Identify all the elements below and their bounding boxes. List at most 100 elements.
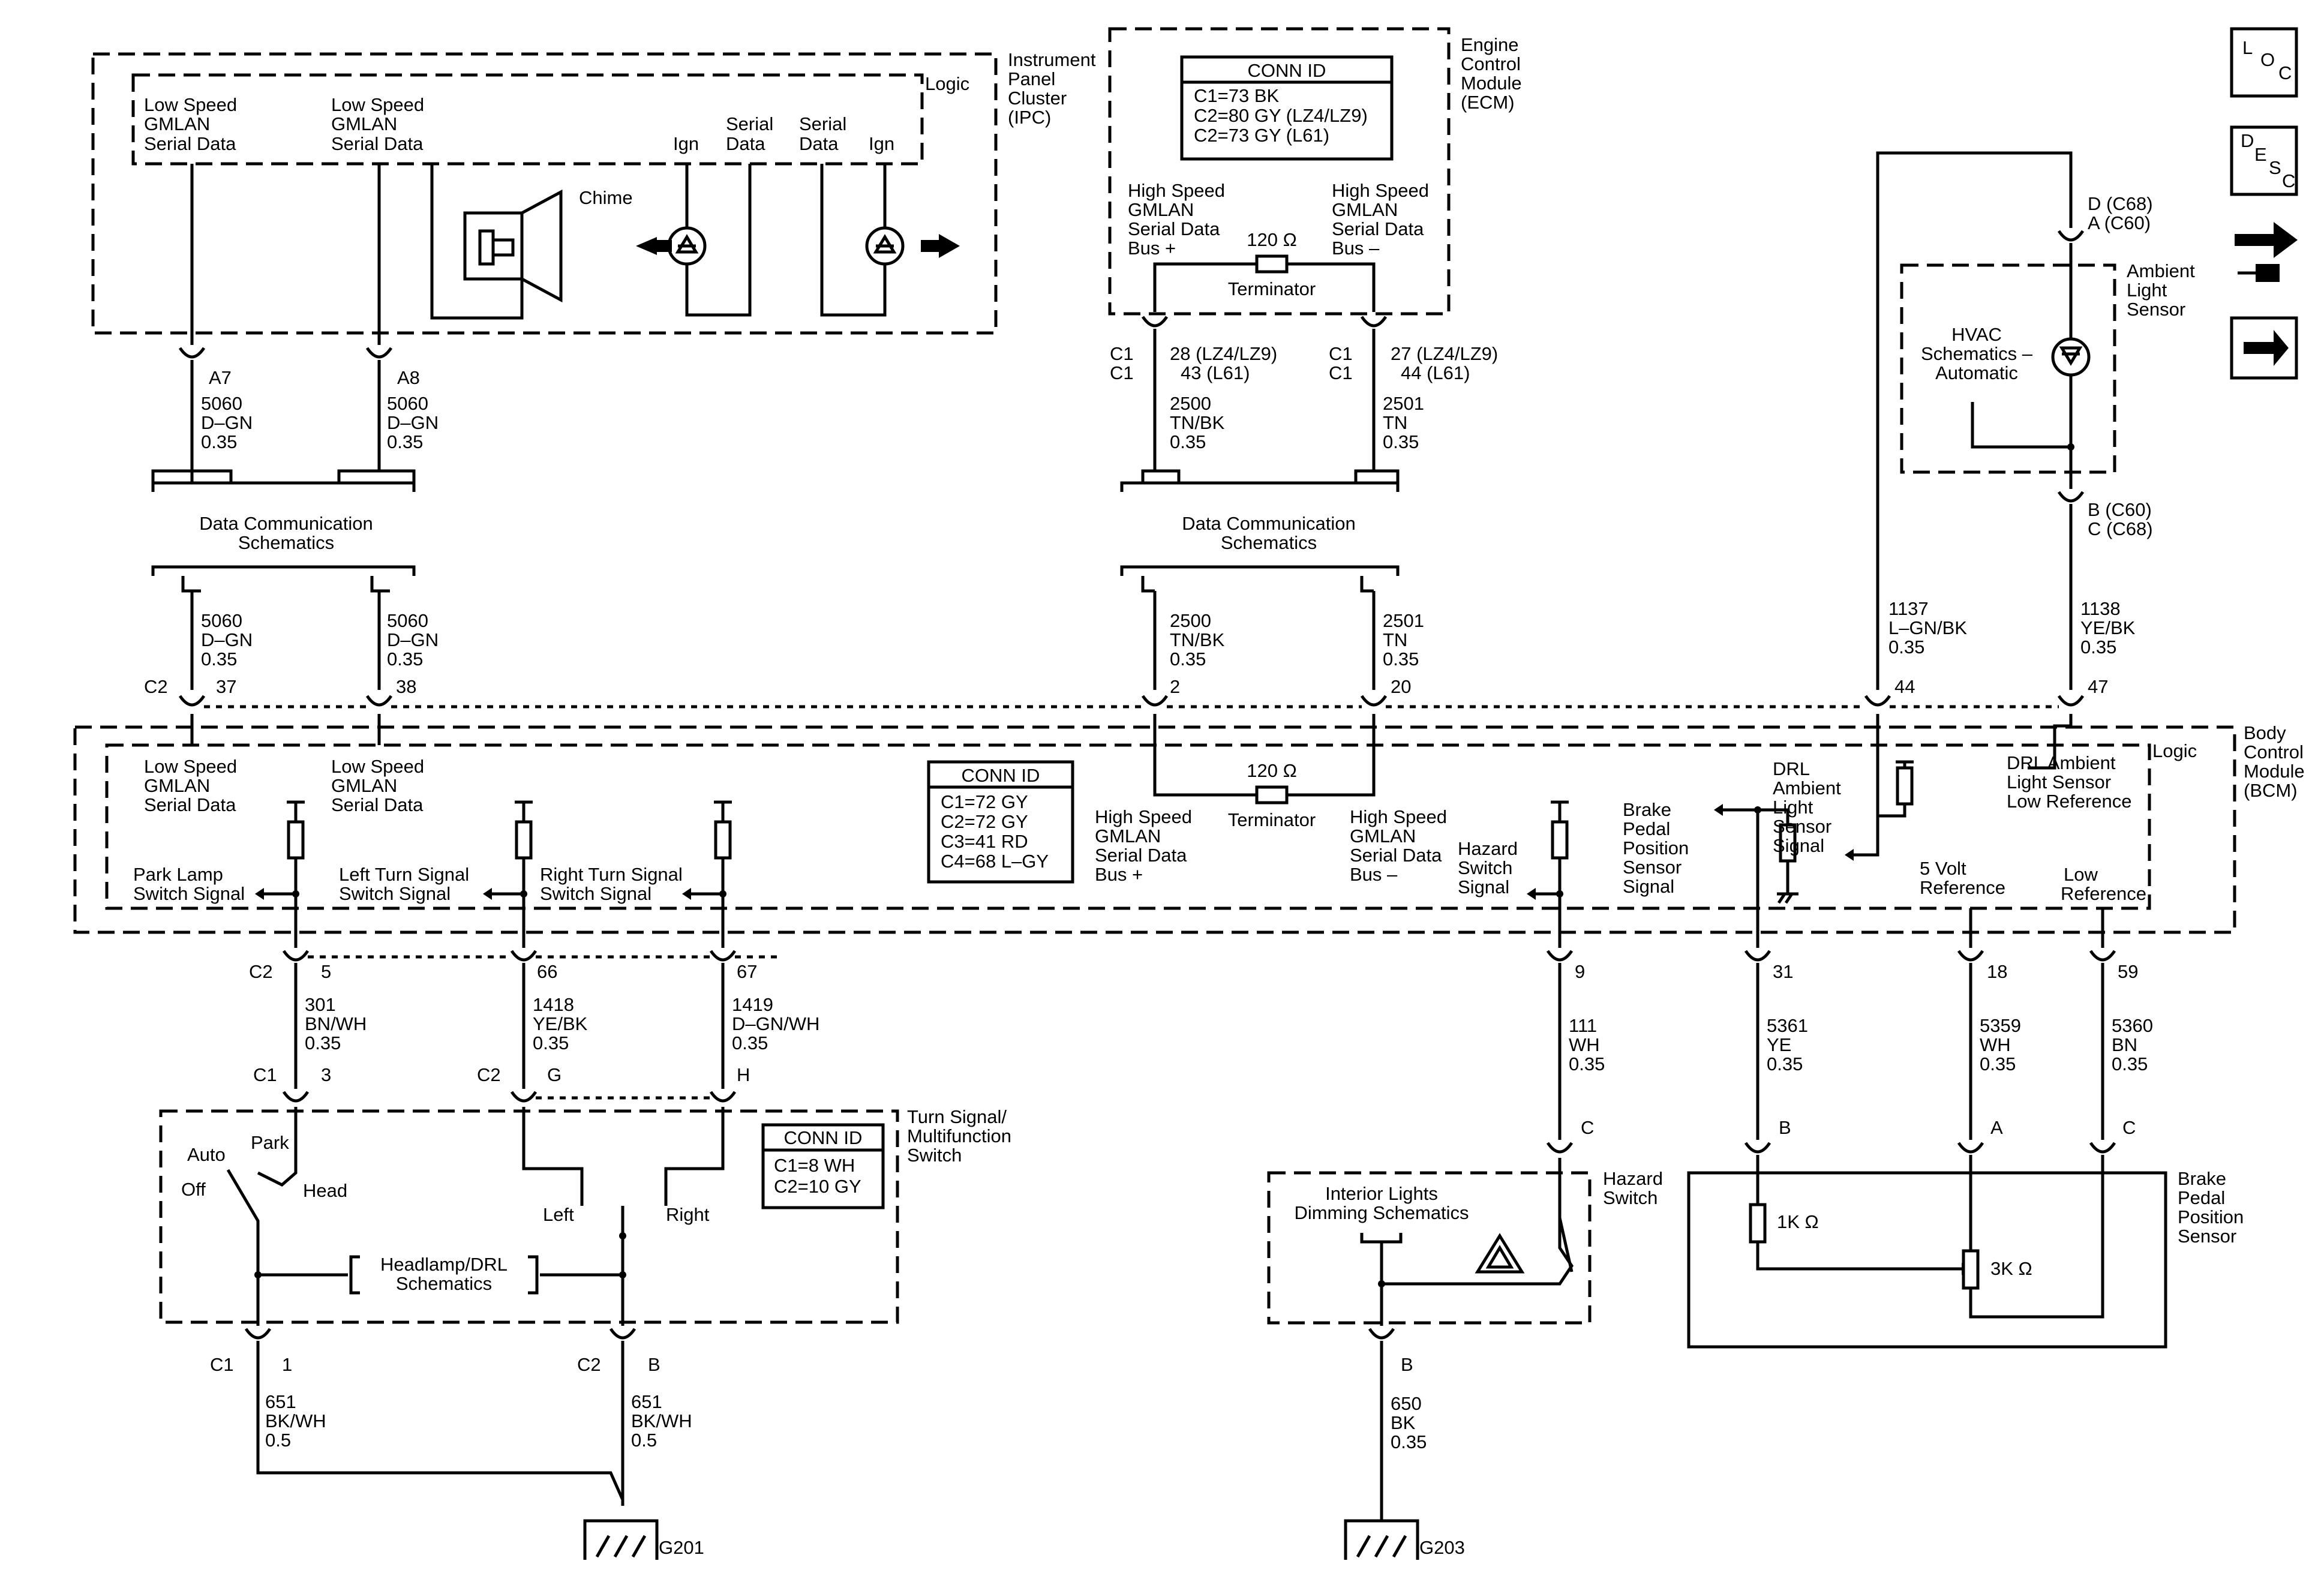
loc-nav-button[interactable]: L O C — [2230, 27, 2298, 98]
lw5359-color: WH — [1980, 1034, 2011, 1055]
lw111-color: WH — [1569, 1034, 1600, 1055]
ipc-w2-size: 0.35 — [387, 431, 423, 452]
pin-g: G — [547, 1064, 562, 1085]
bcm-drl-low-2: Light Sensor — [2007, 772, 2111, 792]
bcm-haz-1: Hazard — [1458, 838, 1518, 859]
ecm-w1-size: 0.35 — [1170, 431, 1206, 452]
dcs-left-link[interactable]: Data Communication Schematics — [151, 469, 416, 593]
ecm-pinb-2: 44 (L61) — [1401, 362, 1470, 383]
bcm-conn-2: C2=72 GY — [941, 811, 1028, 832]
ipc-w1-circuit: 5060 — [201, 393, 242, 414]
ecm-c1a-2: C1 — [1110, 362, 1134, 383]
uw1-color: D–GN — [201, 629, 253, 650]
pin-44: 44 — [1894, 676, 1915, 697]
ecm-hsp-1: High Speed — [1128, 180, 1225, 201]
ipc-w2-color: D–GN — [387, 412, 439, 433]
uw3-size: 0.35 — [1170, 649, 1206, 670]
ecm-wires: C1 C1 28 (LZ4/LZ9) 43 (L61) C1 C1 27 (LZ… — [1110, 316, 1498, 471]
ecm-hsp-3: Serial Data — [1128, 218, 1220, 239]
ecm-pina-2: 43 (L61) — [1181, 362, 1250, 383]
bcm-c2-lower: C2 — [249, 961, 273, 982]
bpps-3k-resistor — [1962, 1249, 1980, 1290]
connector-view-icon[interactable] — [2235, 222, 2298, 282]
ipc-ls1-l2: GMLAN — [144, 113, 210, 134]
ecm-c1b-1: C1 — [1329, 343, 1353, 364]
tsw-auto: Auto — [187, 1144, 226, 1165]
hazard-switch: Hazard Switch Interior Lights Dimming Sc… — [1267, 1158, 1663, 1560]
bcm-ls1-3: Serial Data — [144, 794, 236, 815]
lw1419-circuit: 1419 — [732, 994, 773, 1015]
pin-67: 67 — [737, 961, 757, 982]
pin-a7: A7 — [209, 367, 232, 388]
pin-9: 9 — [1575, 961, 1585, 982]
haz-w-color: BK — [1391, 1412, 1416, 1433]
ecm-res-label: 120 Ω — [1247, 229, 1297, 250]
ecm-hsp-2: GMLAN — [1128, 199, 1194, 220]
pin-h: H — [737, 1064, 750, 1085]
loc-letter-l: L — [2242, 37, 2253, 58]
uw2-circuit: 5060 — [387, 610, 428, 631]
lw5360-size: 0.35 — [2112, 1053, 2148, 1074]
ipc-serial1-l2: Data — [726, 133, 765, 154]
pin-59: 59 — [2118, 961, 2138, 982]
ipc-data-wires: A7 A8 5060 D–GN 0.35 5060 D–GN 0.35 — [178, 164, 439, 471]
bcm-low-2: Reference — [2061, 883, 2146, 904]
bcm-drl-2: Ambient — [1773, 778, 1841, 798]
g203-label: G203 — [1419, 1537, 1465, 1558]
uw3-circuit: 2500 — [1170, 610, 1211, 631]
tsw-off: Off — [181, 1179, 206, 1200]
pin-18: 18 — [1987, 961, 2007, 982]
desc-letter-d: D — [2241, 130, 2254, 151]
ipc-serial2-l2: Data — [799, 133, 839, 154]
haz-ild-2: Dimming Schematics — [1294, 1202, 1469, 1223]
next-page-arrow-icon[interactable] — [2230, 316, 2298, 380]
brake-pedal-input: Brake Pedal Position Sensor Signal — [1623, 799, 1798, 948]
desc-nav-button[interactable]: D E S C — [2230, 125, 2298, 196]
bcm-upper-connectors: C2 37 38 2 20 44 47 — [144, 676, 2108, 709]
ecm-term-label: Terminator — [1228, 278, 1316, 299]
bcm-rts-1: Right Turn Signal — [540, 864, 683, 885]
bpps-r1-label: 1K Ω — [1777, 1211, 1819, 1232]
bcm-module: Logic Body Control Module (BCM) Low Spee… — [73, 714, 2305, 948]
uw6-size: 0.35 — [2080, 637, 2116, 658]
tsw-w2-size: 0.5 — [631, 1430, 657, 1451]
tsw-c2-top: C2 — [477, 1064, 501, 1085]
tsw-hdrl-1: Headlamp/DRL — [380, 1254, 508, 1275]
ipc-ls2-l3: Serial Data — [331, 133, 424, 154]
ecm-pinb-1: 27 (LZ4/LZ9) — [1391, 343, 1498, 364]
als-hvac-2: Schematics – — [1921, 343, 2033, 364]
dcs-mid-link[interactable]: Data Communication Schematics — [1120, 469, 1400, 593]
ipc-logic-label: Logic — [925, 73, 969, 94]
desc-letter-e: E — [2254, 144, 2267, 165]
interior-lights-dimming-link[interactable]: Interior Lights Dimming Schematics — [1294, 1183, 1469, 1284]
bcm-title-4: (BCM) — [2244, 780, 2298, 801]
tsw-w1-size: 0.5 — [265, 1430, 291, 1451]
als-title-2: Light — [2127, 280, 2167, 301]
tsw-right: Right — [666, 1204, 710, 1225]
bcm-hsp-2: GMLAN — [1095, 825, 1161, 846]
bcm-hsm-2: GMLAN — [1350, 825, 1416, 846]
bcm-drl-1: DRL — [1773, 758, 1810, 779]
left-turn-input: Left Turn Signal Switch Signal — [339, 800, 533, 948]
bcm-hsm-1: High Speed — [1350, 806, 1447, 827]
ipc-module: Logic Instrument Panel Cluster (IPC) Low… — [91, 49, 1096, 335]
lw5361-size: 0.35 — [1767, 1053, 1803, 1074]
ipc-w1-size: 0.35 — [201, 431, 237, 452]
bcm-title-2: Control — [2244, 742, 2304, 763]
ecm-w2-circuit: 2501 — [1383, 393, 1424, 414]
ecm-hsm-2: GMLAN — [1332, 199, 1398, 220]
hazard-input: Hazard Switch Signal — [1458, 800, 1569, 948]
headlamp-drl-link[interactable]: Headlamp/DRL Schematics — [349, 1254, 539, 1295]
chime-speaker-icon — [463, 189, 563, 303]
indicator-lamp-left-icon — [636, 226, 707, 266]
ipc-w2-circuit: 5060 — [387, 393, 428, 414]
lw301-circuit: 301 — [305, 994, 336, 1015]
haz-title-2: Switch — [1603, 1187, 1658, 1208]
ipc-title-3: Cluster — [1008, 88, 1067, 109]
uw6-color: YE/BK — [2080, 617, 2136, 638]
lw5360-circuit: 5360 — [2112, 1015, 2153, 1036]
bcm-bpp-4: Sensor — [1623, 857, 1682, 878]
ecm-title-4: (ECM) — [1461, 92, 1515, 113]
lw1419-color: D–GN/WH — [732, 1013, 819, 1034]
